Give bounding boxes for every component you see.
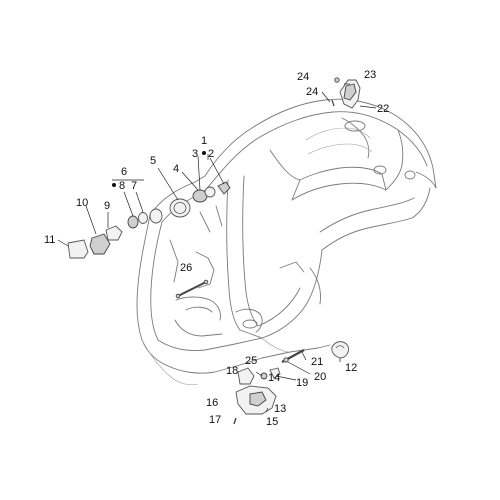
callout-5: 5 [150,155,156,167]
callout-8: 8 [119,180,125,192]
part-9 [105,225,123,241]
callout-24-top: 24 [297,71,309,83]
callout-6: 6 [121,166,127,178]
part-7 [138,212,148,224]
callout-15: 15 [266,416,278,428]
callout-16: 16 [206,397,218,409]
callout-12: 12 [345,362,357,374]
callout-18: 18 [226,365,238,377]
callout-3: 3 [192,148,198,160]
callout-17: 17 [209,414,221,426]
part-14 [269,367,281,379]
part-26-rod [175,279,209,299]
callout-4: 4 [173,163,179,175]
callout-11: 11 [44,234,55,246]
callout-23: 23 [364,69,376,81]
part-16 [237,367,255,385]
callout-13: 13 [274,403,286,415]
callout-10: 10 [76,197,88,209]
scooter-frame [136,98,437,386]
part-8 [127,215,139,229]
leader-lines [57,83,377,413]
bottom-parts [233,349,305,425]
callout-7: 7 [131,180,137,192]
callout-9: 9 [104,200,110,212]
part-5 [169,198,191,218]
callout-2: 2 [208,148,214,160]
callout-21: 21 [311,356,323,368]
part-12-ring [331,341,349,359]
callout-26: 26 [180,262,192,274]
callout-1: 1 [201,135,207,147]
callout-24-lower: 24 [306,86,318,98]
front-lock-parts [67,181,231,259]
callout-25: 25 [245,355,257,367]
part-25 [260,372,268,380]
callout-19: 19 [296,377,308,389]
bullet-dot [112,183,116,187]
rear-bracket-parts [331,77,361,109]
callout-14: 14 [268,372,280,384]
callout-22: 22 [377,103,389,115]
callout-20: 20 [314,371,326,383]
part-10 [89,233,111,255]
bullet-dot [202,151,206,155]
part-11 [67,239,89,259]
callout-labels: 1 3 2 4 5 6 8 7 9 10 11 26 24 23 24 22 1… [44,69,389,428]
